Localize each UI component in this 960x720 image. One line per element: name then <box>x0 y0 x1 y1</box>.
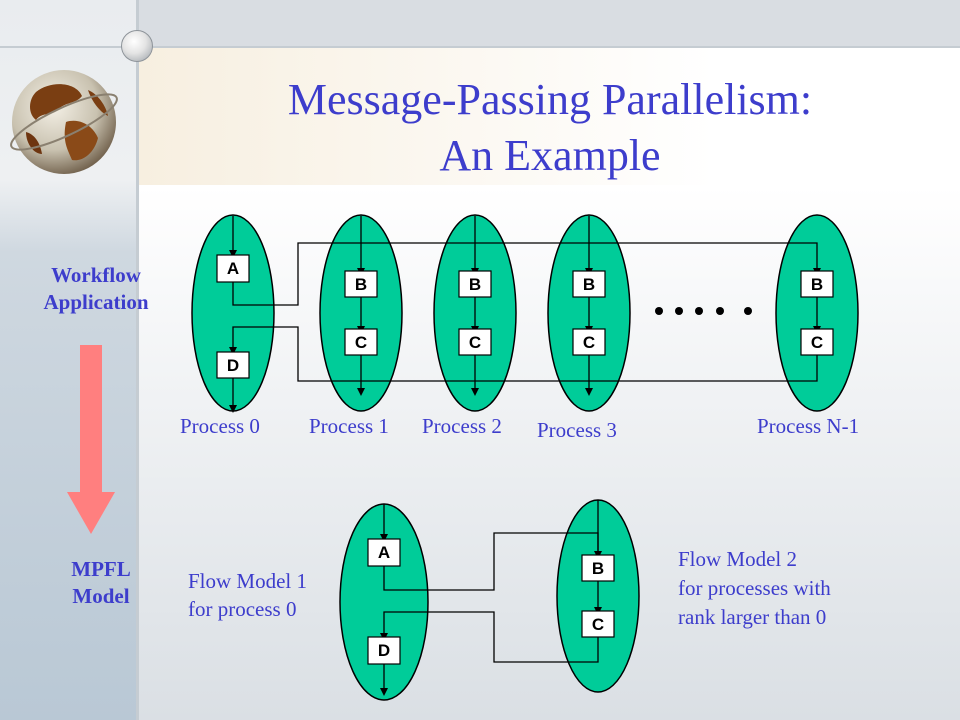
process-1-label: Process 1 <box>309 414 389 438</box>
task-b-label: B <box>469 275 481 294</box>
process-0-label: Process 0 <box>180 414 260 438</box>
workflow-label-line-1: Workflow <box>51 263 141 287</box>
slide-title: Message-Passing Parallelism: An Example <box>200 72 900 184</box>
task-c-box <box>572 328 606 356</box>
process-0-arrows <box>229 216 821 413</box>
task-a-label: A <box>378 543 390 562</box>
title-line-1: Message-Passing Parallelism: <box>287 75 813 124</box>
flow-model-1-label: Flow Model 1 for process 0 <box>188 567 307 623</box>
mpfl-label-line-2: Model <box>72 584 130 608</box>
flow-model-2-label: Flow Model 2 for processes with rank lar… <box>678 545 831 632</box>
process-3-label: Process 3 <box>537 418 617 442</box>
task-c-label: C <box>583 333 595 352</box>
task-b-label: B <box>355 275 367 294</box>
title-background <box>139 48 960 185</box>
flow-model-arrows <box>380 500 602 696</box>
globe-logo <box>6 62 124 180</box>
task-b-label: B <box>592 559 604 578</box>
title-line-2: An Example <box>439 131 661 180</box>
task-c-label: C <box>592 615 604 634</box>
workflow-application-label: Workflow Application <box>26 262 166 316</box>
task-c-label: C <box>355 333 367 352</box>
task-d-box <box>367 636 401 665</box>
task-d-label: D <box>378 641 390 660</box>
top-strip <box>139 0 960 46</box>
worker-process-arrows <box>357 216 821 396</box>
vertical-divider <box>136 0 139 720</box>
task-c-box <box>800 328 834 356</box>
task-b-box <box>572 270 606 298</box>
flow-model-2-line-1: Flow Model 2 <box>678 547 798 571</box>
task-c-box <box>581 610 615 638</box>
task-b-label: B <box>811 275 823 294</box>
task-a-box <box>216 254 250 283</box>
task-d-label: D <box>227 356 239 375</box>
task-a-label: A <box>227 259 239 278</box>
task-b-box <box>800 270 834 298</box>
task-c-label: C <box>469 333 481 352</box>
process-2-label: Process 2 <box>422 414 502 438</box>
mpfl-label-line-1: MPFL <box>71 557 131 581</box>
mpfl-model-label: MPFL Model <box>36 556 166 610</box>
process-n-1-label: Process N-1 <box>757 414 860 438</box>
flow-model-1-line-2: for process 0 <box>188 597 297 621</box>
task-b-box <box>344 270 378 298</box>
task-c-label: C <box>811 333 823 352</box>
task-c-box <box>344 328 378 356</box>
conversion-arrow <box>67 345 115 534</box>
workflow-label-line-2: Application <box>43 290 149 314</box>
task-b-label: B <box>583 275 595 294</box>
task-b-box <box>458 270 492 298</box>
flow-model-1-line-1: Flow Model 1 <box>188 569 308 593</box>
task-b-box <box>581 554 615 582</box>
task-c-box <box>458 328 492 356</box>
ellipsis-dots <box>655 307 752 315</box>
knob-decoration <box>121 30 153 62</box>
flow-model-2-line-3: rank larger than 0 <box>678 605 827 629</box>
task-a-box <box>367 538 401 567</box>
horizontal-divider <box>0 46 960 48</box>
task-d-box <box>216 351 250 379</box>
flow-model-2-line-2: for processes with <box>678 576 831 600</box>
globe-icon <box>10 70 118 174</box>
